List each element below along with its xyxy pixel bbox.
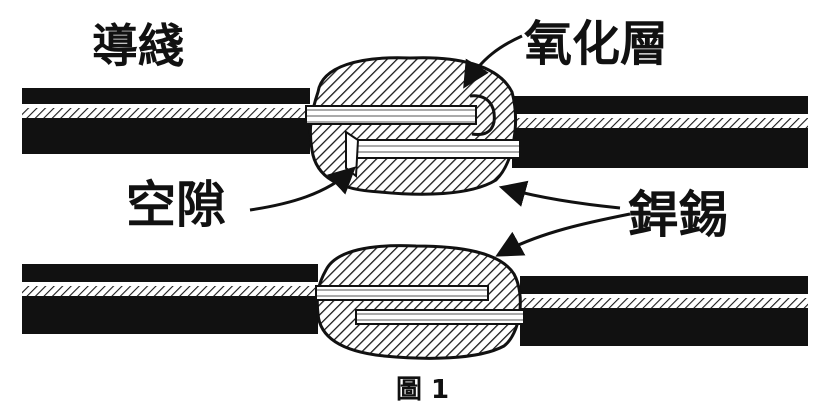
top-left-conductor	[22, 88, 310, 154]
top-upper-wire	[305, 105, 477, 125]
bottom-left-conductor	[22, 264, 318, 334]
solder-arrow-top	[498, 180, 621, 210]
void-arrow	[249, 166, 356, 212]
label-solder: 銲錫	[628, 186, 728, 244]
solder-arrow-bottom	[495, 212, 631, 257]
top-right-conductor	[512, 96, 808, 168]
bottom-upper-wire	[315, 285, 489, 301]
bottom-joint	[22, 244, 808, 360]
oxide-layer-arrow	[463, 34, 523, 89]
top-void	[345, 130, 360, 178]
figure-caption: 圖 1	[396, 375, 449, 405]
label-conductor: 導綫	[92, 19, 184, 73]
top-solder-blob	[308, 56, 517, 196]
bottom-right-conductor	[520, 276, 808, 346]
bottom-lower-wire	[355, 309, 525, 325]
top-lower-wire	[351, 139, 521, 159]
label-void: 空隙	[126, 176, 226, 234]
top-joint	[22, 56, 808, 196]
top-oxide-layer	[469, 94, 496, 136]
bottom-solder-blob	[315, 244, 522, 360]
label-oxide-layer: 氧化層	[524, 16, 668, 72]
